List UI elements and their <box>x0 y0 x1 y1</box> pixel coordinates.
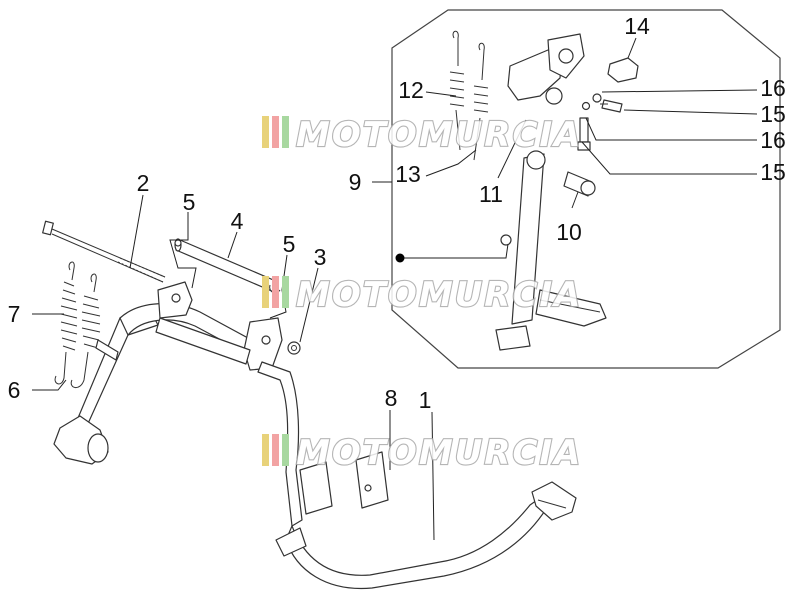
watermark-text-top: MOTOMURCIA <box>296 115 582 155</box>
stand-lower-arm <box>285 497 549 590</box>
callout-16-upper: 16 <box>760 75 786 101</box>
callout-6: 6 <box>8 377 21 403</box>
part-8-rubber-stop <box>355 451 389 509</box>
part-15-bolt-upper <box>600 99 623 113</box>
stand-foot-pedal <box>531 481 577 521</box>
watermark-middle: MOTOMURCIA <box>262 274 582 316</box>
callout-15-upper: 15 <box>760 101 786 127</box>
callout-2: 2 <box>137 170 150 196</box>
watermark-bottom: MOTOMURCIA <box>262 432 582 474</box>
stand-left-leg <box>77 309 159 429</box>
callout-8: 8 <box>385 385 398 411</box>
callout-7: 7 <box>8 301 21 327</box>
part-16-washer-lower <box>581 101 591 111</box>
leader-dot <box>395 253 405 263</box>
pedal-ridge <box>537 499 567 509</box>
inset-side-stand <box>495 33 607 351</box>
left-bracket-hole <box>171 293 181 303</box>
part-3-nut <box>287 341 301 355</box>
callout-5-left: 5 <box>183 189 196 215</box>
bracket-hole <box>261 335 271 345</box>
callout-4: 4 <box>231 208 244 234</box>
part-12-spring <box>449 30 465 151</box>
part-13-spring <box>473 42 489 161</box>
part-10-pivot-bolt <box>563 171 596 197</box>
watermark-text-middle: MOTOMURCIA <box>296 275 582 315</box>
callout-9: 9 <box>349 169 362 195</box>
callout-1: 1 <box>419 387 432 413</box>
callout-labels: 1 2 3 4 5 5 6 7 8 9 10 11 12 13 14 15 15… <box>8 13 786 413</box>
callout-10: 10 <box>556 219 582 245</box>
callout-11: 11 <box>479 181 503 207</box>
part-7-spring-left <box>54 261 78 385</box>
callout-3: 3 <box>314 244 327 270</box>
part-15-bolt-lower <box>577 117 591 151</box>
stand-crossbar-plate <box>155 317 251 365</box>
callout-16-lower: 16 <box>760 127 786 153</box>
callout-13: 13 <box>395 161 421 187</box>
callout-5-right: 5 <box>283 231 296 257</box>
part-5-clip-left <box>174 239 182 247</box>
callout-12: 12 <box>398 77 424 103</box>
part-16-washer-upper <box>592 93 602 103</box>
left-foot-cap <box>87 433 109 463</box>
callout-15-lower: 15 <box>760 159 786 185</box>
callout-14: 14 <box>624 13 650 39</box>
part-6-spring-right <box>70 273 101 388</box>
center-stand-assembly <box>53 281 577 590</box>
part-11-pin <box>500 234 512 246</box>
spring-pin <box>95 339 119 361</box>
leader-lines <box>32 37 758 541</box>
stand-lower-left-tube <box>275 527 307 557</box>
stand-mount-plate <box>299 461 333 515</box>
part-2-long-bolt <box>42 220 166 283</box>
watermark-top: MOTOMURCIA <box>262 114 582 156</box>
watermark-text-bottom: MOTOMURCIA <box>296 433 582 473</box>
